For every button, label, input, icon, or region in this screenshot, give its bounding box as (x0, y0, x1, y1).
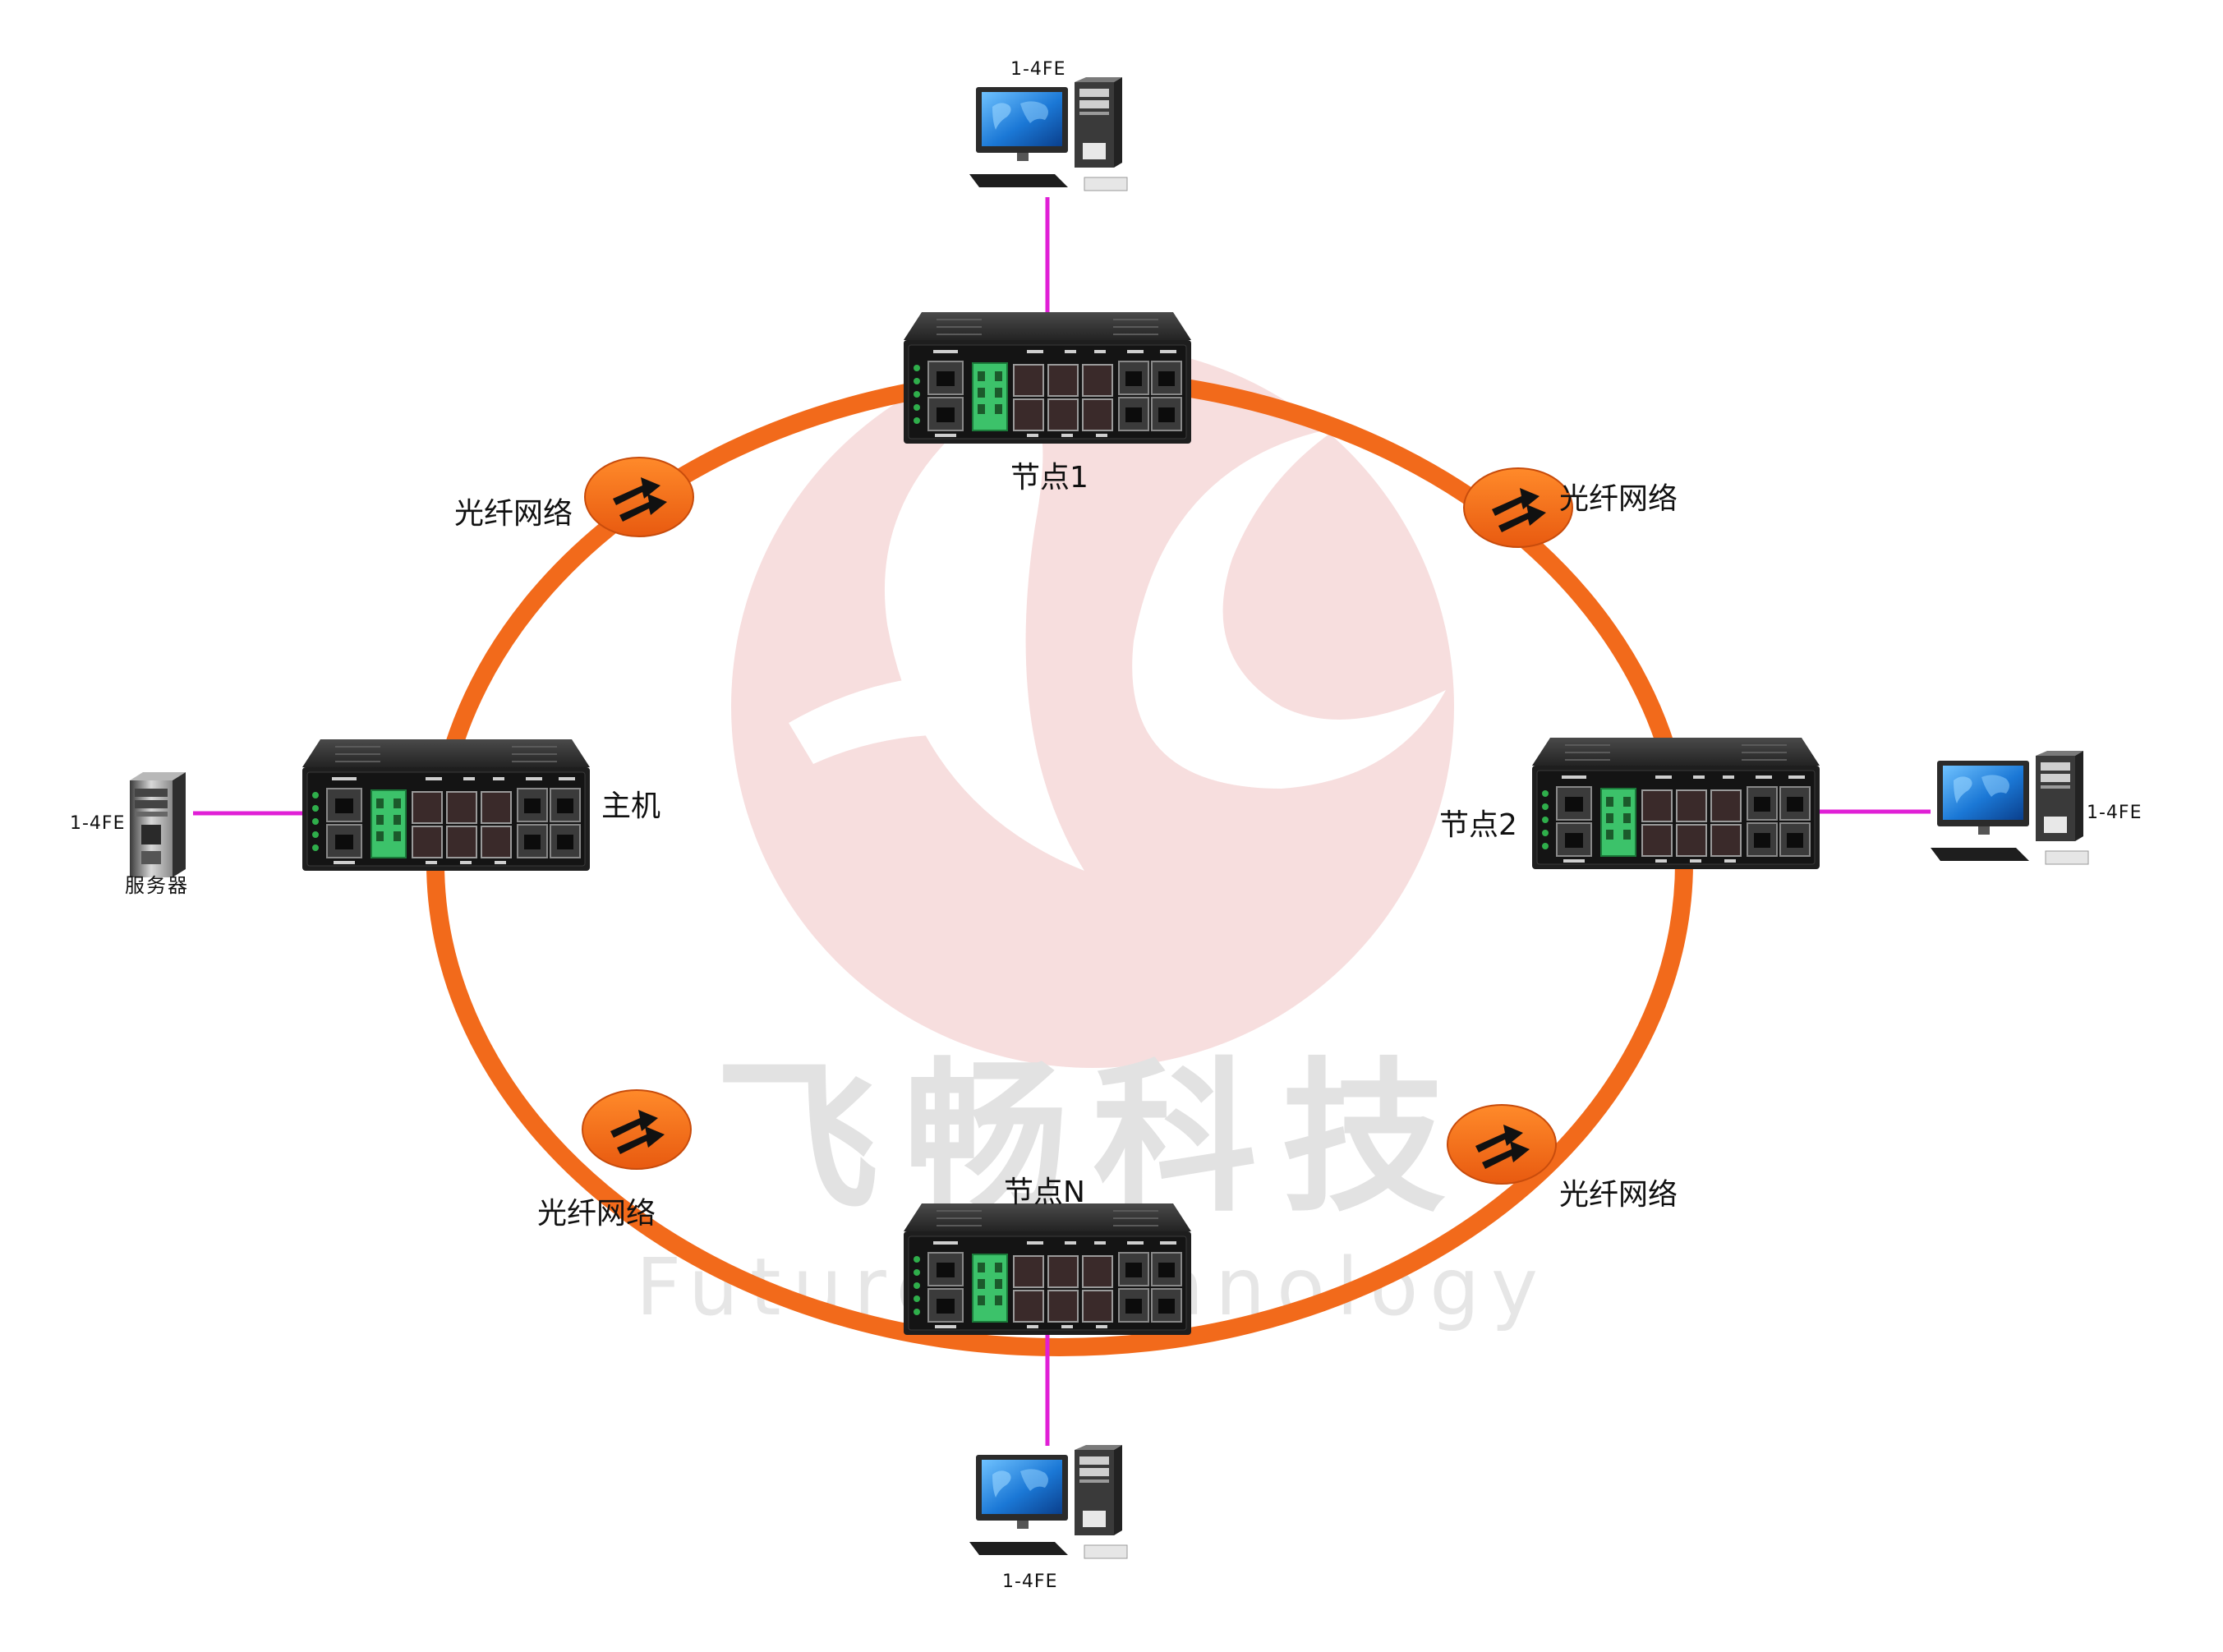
fiber-label-bottom-left: 光纤网络 (537, 1197, 656, 1231)
node-label-bottom: 节点N (1004, 1176, 1085, 1209)
fiber-label-top-right: 光纤网络 (1559, 482, 1678, 516)
server-icon (130, 772, 186, 877)
pc-top-icon (969, 76, 1128, 191)
watermark-logo (731, 345, 1454, 1068)
pc-right-icon (1930, 750, 2089, 865)
node-label-top: 节点1 (1010, 461, 1088, 495)
pc-bottom-icon (969, 1444, 1128, 1559)
switch-node-bottom-icon (903, 1203, 1192, 1336)
fiber-label-top-left: 光纤网络 (454, 497, 573, 531)
node-label-left: 主机 (601, 789, 661, 823)
fiber-connector-top-right-icon (1463, 467, 1573, 548)
endpoint-label-top: 1-4FE (1010, 59, 1066, 80)
node-label-right: 节点2 (1439, 808, 1517, 842)
endpoint-label-bottom: 1-4FE (1002, 1571, 1058, 1592)
switch-node-right-icon (1531, 737, 1820, 870)
watermark-text-cn: 飞畅科技 (715, 1043, 1470, 1235)
fiber-connector-bottom-right-icon (1447, 1104, 1557, 1185)
fiber-connector-top-left-icon (584, 457, 694, 537)
endpoint-label-server: 1-4FE (70, 813, 126, 834)
fiber-connector-bottom-left-icon (582, 1089, 692, 1170)
ethernet-links (193, 197, 1931, 1446)
server-caption: 服务器 (125, 874, 189, 897)
switch-host-left-icon (301, 739, 591, 872)
fiber-label-bottom-right: 光纤网络 (1559, 1178, 1678, 1212)
switch-node-top-icon (903, 311, 1192, 444)
endpoint-label-right: 1-4FE (2087, 803, 2142, 823)
